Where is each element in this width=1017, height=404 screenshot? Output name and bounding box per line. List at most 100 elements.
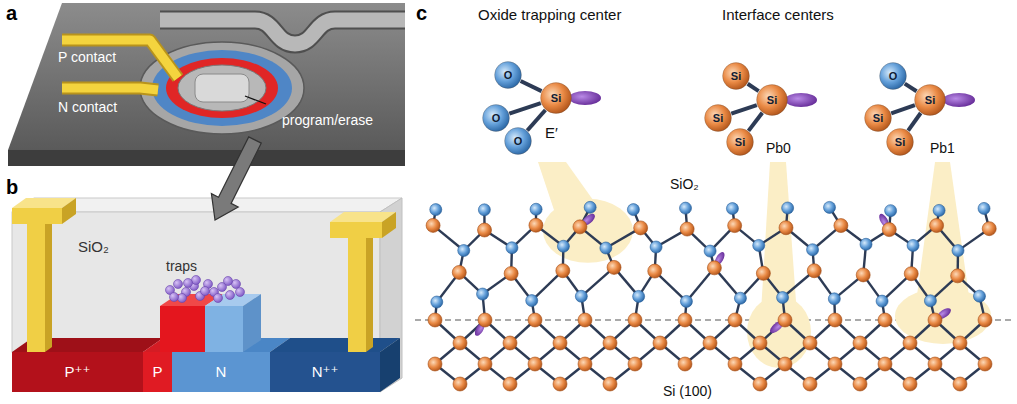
- lattice-atom: [557, 240, 569, 252]
- leader-line: [245, 96, 266, 104]
- trap-label: traps: [166, 258, 197, 274]
- lattice-atom: [933, 204, 945, 216]
- contact-label: P contact: [58, 49, 116, 65]
- atom-symbol: Si: [735, 136, 745, 148]
- lattice-atom: [503, 336, 517, 350]
- lattice-atom: [952, 245, 964, 257]
- lattice-atom: [650, 241, 662, 253]
- chip-slab: [8, 3, 405, 150]
- chemical-bond: [731, 105, 757, 114]
- bus-waveguide: [160, 20, 405, 44]
- doped-region: P: [143, 352, 172, 392]
- lattice-atom: [978, 313, 992, 327]
- ring-resonator: [178, 65, 266, 111]
- lattice-atom: [506, 242, 518, 254]
- chemical-bond: [748, 84, 759, 91]
- lattice-atom: [782, 202, 794, 214]
- material-label: Si (100): [660, 383, 715, 399]
- atom-outline: [495, 62, 522, 89]
- atom-outline: [483, 105, 510, 132]
- lattice-atom: [603, 377, 617, 391]
- atom-outline: [865, 105, 892, 132]
- defect-highlight: [895, 288, 991, 344]
- atom-symbol: Si: [731, 70, 741, 82]
- metal-contact: [62, 88, 158, 90]
- metal-via: [12, 208, 62, 224]
- material-label: SiO₂: [78, 238, 109, 255]
- atom-symbol: O: [514, 135, 523, 147]
- lattice-atom: [578, 357, 592, 371]
- atom-circle: Si: [914, 84, 946, 116]
- lattice-atom: [728, 219, 742, 233]
- atom-symbol: O: [889, 70, 898, 82]
- lattice-atom: [734, 292, 746, 304]
- lattice-atom: [704, 245, 716, 257]
- oxide-lattice: [415, 162, 1015, 391]
- doped-region: P⁺⁺: [12, 352, 143, 392]
- trap-dots: [192, 276, 201, 285]
- chemical-bond: [509, 103, 541, 114]
- region-label: P: [152, 364, 162, 381]
- lattice-atom: [453, 336, 467, 350]
- region-label: N: [216, 364, 227, 381]
- lattice-atom: [924, 295, 936, 307]
- lattice-atom: [431, 296, 443, 308]
- trap-dots: [170, 293, 179, 302]
- rib-mesa: [160, 294, 261, 352]
- lattice-atom: [607, 260, 621, 274]
- metal-via: [366, 233, 373, 352]
- lattice-atom: [526, 295, 538, 307]
- lattice-atom: [504, 267, 518, 281]
- atom-symbol: Si: [925, 94, 935, 106]
- lattice-atom: [904, 267, 918, 281]
- metal-via: [348, 238, 366, 352]
- lattice-atom: [578, 313, 592, 327]
- lattice-atom: [458, 245, 470, 257]
- trap-dots: [174, 280, 183, 289]
- defect-name: Pb0: [766, 140, 791, 156]
- lattice-atom: [584, 201, 596, 213]
- lattice-atom: [628, 357, 642, 371]
- panel-letter: a: [6, 2, 17, 25]
- lattice-atom: [452, 265, 466, 279]
- trap-dots: [226, 291, 235, 300]
- atom-symbol: Si: [767, 94, 777, 106]
- defect-highlight: [538, 162, 991, 368]
- silicon-layer: [380, 338, 400, 392]
- oxide-cladding: [12, 198, 402, 392]
- lattice-atom: [803, 336, 817, 350]
- metal-via: [62, 198, 76, 224]
- atom-outline: [880, 63, 907, 90]
- lattice-atom: [553, 336, 567, 350]
- atom-symbol: Si: [713, 112, 723, 124]
- lattice-atom: [503, 377, 517, 391]
- lattice-atom: [778, 357, 792, 371]
- lattice-atom: [633, 290, 645, 302]
- atom-outline: [915, 85, 946, 116]
- oxide-cladding: [380, 198, 402, 392]
- lattice-atom: [707, 261, 721, 275]
- atom-circle: O: [494, 61, 522, 89]
- atom-outline: [757, 85, 788, 116]
- defect-name: Pb1: [930, 140, 955, 156]
- lattice-atom: [600, 242, 612, 254]
- lattice-atom: [878, 313, 892, 327]
- doped-region: N: [172, 352, 270, 392]
- metal-contact: [62, 88, 158, 90]
- lattice-atom: [978, 357, 992, 371]
- panel-letter: b: [6, 176, 18, 199]
- bus-waveguide: [160, 20, 405, 44]
- lattice-atom: [653, 336, 667, 350]
- lattice-atom: [426, 218, 440, 232]
- lattice-atom: [953, 336, 967, 350]
- lattice-atom: [528, 357, 542, 371]
- chemical-bond: [905, 84, 917, 92]
- lattice-atom: [928, 313, 942, 327]
- atom-symbol: Si: [873, 112, 883, 124]
- atom-circle: Si: [756, 84, 788, 116]
- trap-dots: [166, 276, 245, 303]
- zoom-arrow: [211, 137, 261, 220]
